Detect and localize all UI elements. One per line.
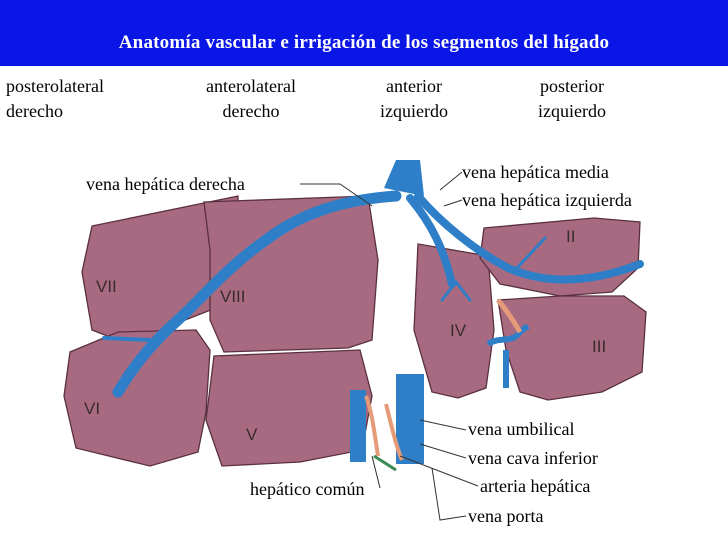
segment-ii-label: II (566, 227, 575, 246)
liver-segments (63, 195, 647, 467)
hepatic-veins (102, 160, 644, 398)
header-posterolateral-derecho: posterolateral derecho (6, 74, 104, 124)
segment-vi-shape (63, 329, 211, 467)
segment-iv-label: IV (450, 321, 467, 340)
header-line: derecho (6, 101, 63, 121)
header-line: anterior (386, 76, 442, 96)
header-anterolateral-derecho: anterolateral derecho (206, 74, 296, 124)
leader-lines (300, 171, 479, 521)
segment-iii-shape (497, 295, 647, 401)
header-line: anterolateral (206, 76, 296, 96)
label-vena-hepatica-media: vena hepática media (462, 162, 609, 182)
page-title: Anatomía vascular e irrigación de los se… (118, 32, 610, 53)
header-line: izquierdo (380, 101, 448, 121)
title-bar (0, 0, 728, 66)
label-vena-porta: vena porta (468, 506, 544, 526)
segment-v-label: V (246, 425, 258, 444)
header-line: derecho (222, 101, 280, 121)
label-hepatico-comun: hepático común (250, 479, 365, 499)
header-line: izquierdo (538, 101, 606, 121)
label-vena-hepatica-derecha: vena hepática derecha (86, 174, 245, 194)
segment-iii-label: III (592, 337, 606, 356)
segment-vi-label: VI (84, 399, 100, 418)
header-line: posterolateral (6, 76, 104, 96)
segment-v-shape (205, 349, 373, 467)
segment-viii-shape (203, 195, 379, 353)
segment-viii-label: VIII (220, 287, 246, 306)
vessel-trunk (350, 298, 530, 472)
label-vena-cava-inferior: vena cava inferior (468, 448, 598, 468)
label-vena-umbilical: vena umbilical (468, 419, 575, 439)
segment-ii-shape (479, 217, 641, 297)
label-vena-hepatica-izquierda: vena hepática izquierda (462, 190, 632, 210)
header-line: posterior (540, 76, 604, 96)
header-anterior-izquierdo: anterior izquierdo (380, 74, 448, 124)
segment-vii-label: VII (96, 277, 117, 296)
label-arteria-hepatica: arteria hepática (480, 476, 591, 496)
header-posterior-izquierdo: posterior izquierdo (538, 74, 606, 124)
